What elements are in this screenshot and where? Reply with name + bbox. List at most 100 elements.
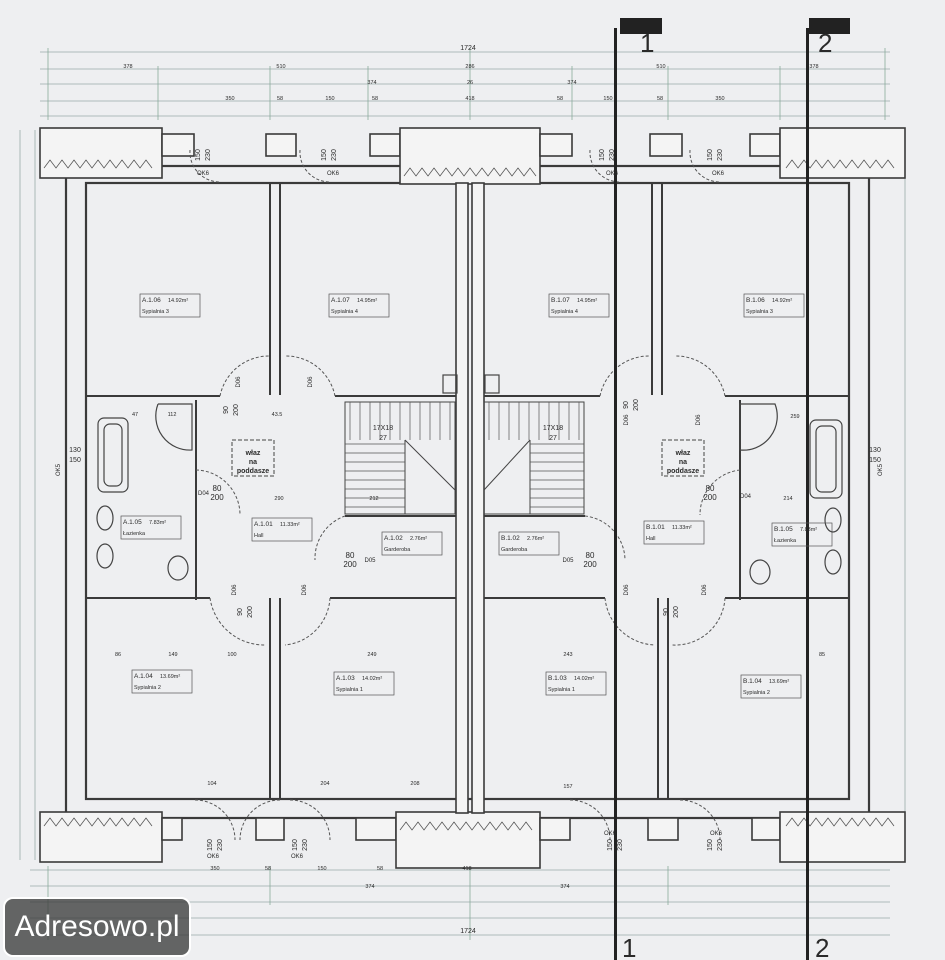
dimension-label: 150	[317, 866, 326, 872]
room-name: Łazienka	[774, 538, 797, 544]
room-name: Sypialnia 4	[331, 309, 358, 315]
watermark: Adresowo.pl	[3, 897, 191, 957]
dimension-label: 58	[557, 96, 563, 102]
window-tag-ok6: OK6	[604, 831, 617, 837]
dimension-label: 259	[790, 414, 799, 420]
dimension-label: 243	[563, 652, 572, 658]
stair-steps-count: 27	[379, 435, 387, 442]
dimension-label: 286	[465, 64, 474, 70]
window-size: 230	[717, 839, 724, 851]
door-size: 80	[213, 484, 222, 493]
room-label-3	[743, 293, 805, 318]
room-label-5	[251, 517, 313, 542]
dimension-label: 204	[320, 781, 329, 787]
dimension-label: 374	[560, 884, 569, 890]
window-size: 230	[717, 149, 724, 161]
dimension-label: 58	[657, 96, 663, 102]
room-label-10	[131, 669, 193, 694]
dimension-label: 112	[168, 412, 177, 418]
dimension-label: 47	[132, 412, 138, 418]
stair-label: 17X18	[543, 425, 563, 432]
room-label-6	[381, 531, 443, 556]
section-mark-2-top: 2	[818, 28, 832, 58]
room-area: 7.83m²	[149, 520, 166, 526]
room-area: 11.33m²	[672, 525, 692, 531]
window-tag-ok6: OK6	[606, 171, 619, 177]
dimension-label: 212	[369, 496, 378, 502]
door-size: 80	[346, 551, 355, 560]
door-tag-d06: D06	[624, 414, 630, 426]
dimension-bottom-total: 1724	[460, 928, 476, 935]
dimension-label: 157	[563, 784, 572, 790]
dimension-label: 150	[325, 96, 334, 102]
room-name: Sypialnia 3	[142, 309, 169, 315]
door-size: 90	[663, 608, 670, 616]
room-id: B.1.07	[551, 297, 570, 304]
door-tag-d05: D05	[364, 558, 376, 564]
stair-label: 17X18	[373, 425, 393, 432]
hatch-label: na	[249, 459, 257, 466]
window-size: 230	[331, 149, 338, 161]
room-id: A.1.04	[134, 673, 153, 680]
hatch-label: właz	[245, 450, 261, 457]
window-size: 150	[707, 839, 714, 851]
door-size: 200	[233, 404, 240, 416]
door-tag-d06: D06	[308, 376, 314, 388]
room-id: A.1.03	[336, 675, 355, 682]
room-id: B.1.06	[746, 297, 765, 304]
dimension-label: 350	[715, 96, 724, 102]
dimension-label: 43.5	[272, 412, 283, 418]
section-mark-1-top: 1	[640, 28, 654, 58]
room-name: Hall	[254, 533, 263, 539]
window-tag-ok6: OK6	[710, 831, 723, 837]
room-label-4	[120, 515, 182, 540]
dimension-label: 350	[225, 96, 234, 102]
room-label-11	[333, 671, 395, 696]
section-line-2	[806, 28, 809, 960]
dimension-label: 100	[227, 652, 236, 658]
window-tag-ok6: OK6	[207, 854, 220, 860]
window-size: 150	[321, 149, 328, 161]
hatch-label: właz	[675, 450, 691, 457]
room-area: 2.76m²	[527, 536, 544, 542]
room-area: 11.33m²	[280, 522, 300, 528]
door-tag-d06: D06	[236, 376, 242, 388]
window-size: 150	[207, 839, 214, 851]
dimension-label: 58	[265, 866, 271, 872]
room-label-8	[643, 520, 705, 545]
window-size: 130	[69, 447, 81, 454]
dimension-label: 149	[168, 652, 177, 658]
room-label-12	[545, 671, 607, 696]
room-area: 14.92m²	[168, 298, 188, 304]
room-id: B.1.04	[743, 678, 762, 685]
dimension-label: 418	[465, 96, 474, 102]
room-id: A.1.01	[254, 521, 273, 528]
room-name: Sypialnia 4	[551, 309, 578, 315]
dimension-label: 85	[819, 652, 825, 658]
room-name: Sypialnia 2	[743, 690, 770, 696]
door-size: 200	[247, 606, 254, 618]
door-size: 90	[237, 608, 244, 616]
dimension-label: 214	[783, 496, 792, 502]
dimension-label: 510	[656, 64, 665, 70]
window-size: 150	[292, 839, 299, 851]
room-id: B.1.03	[548, 675, 567, 682]
door-tag-d06: D06	[696, 414, 702, 426]
room-id: B.1.01	[646, 524, 665, 531]
hatch-label: poddasze	[237, 468, 269, 475]
dimension-label: 350	[210, 866, 219, 872]
window-size: 150	[195, 149, 202, 161]
room-area: 2.76m²	[410, 536, 427, 542]
door-tag-d05: D05	[562, 558, 574, 564]
room-name: Garderoba	[501, 547, 528, 553]
door-size: 200	[703, 493, 717, 502]
room-name: Hall	[646, 536, 655, 542]
door-tag-d06: D06	[624, 584, 630, 596]
door-tag-d06: D06	[232, 584, 238, 596]
dimension-label: 86	[115, 652, 121, 658]
room-id: B.1.02	[501, 535, 520, 542]
room-name: Sypialnia 1	[548, 687, 575, 693]
door-size: 80	[706, 484, 715, 493]
door-tag-d06: D06	[702, 584, 708, 596]
